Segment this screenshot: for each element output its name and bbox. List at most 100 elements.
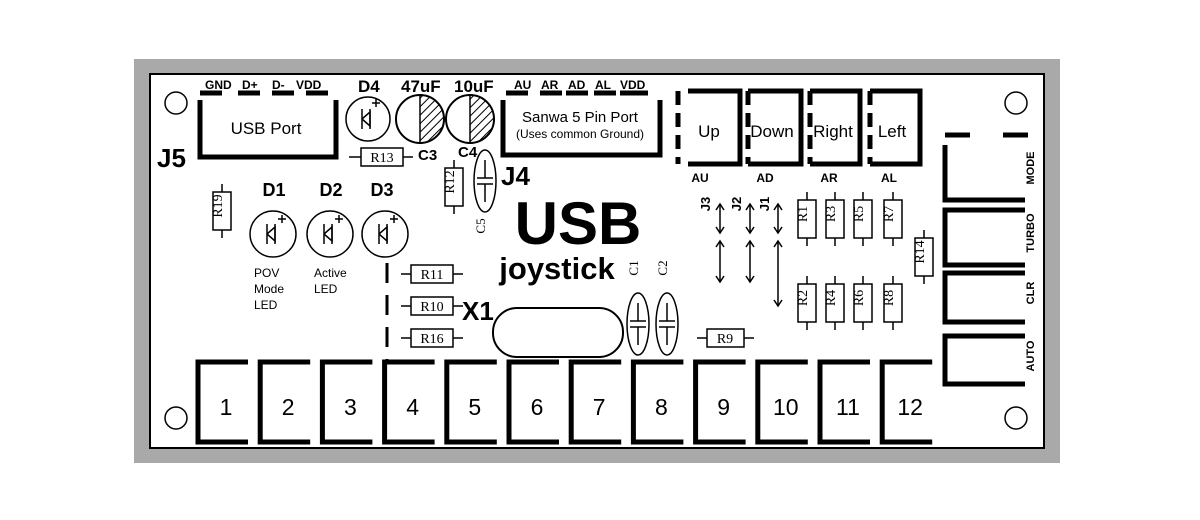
button-left-tag: AL <box>881 171 897 185</box>
button-9[interactable]: 9 <box>693 359 746 445</box>
c3-value: 47uF <box>401 77 441 96</box>
button-12-label: 12 <box>897 394 923 420</box>
button-8[interactable]: 8 <box>630 359 684 445</box>
j5-pin-vdd: VDD <box>296 78 322 92</box>
jumper-j1: J1 <box>757 197 772 211</box>
title-usb: USB <box>515 190 642 257</box>
button-clr[interactable]: CLR <box>942 270 1037 325</box>
c4-capacitor: 10uF C4 <box>445 77 495 161</box>
c4-value: 10uF <box>454 77 494 96</box>
side-buttons: MODE TURBO CLR AUTO <box>942 132 1037 387</box>
r11-resistor: R11 <box>401 264 463 284</box>
button-1-outline <box>195 359 248 445</box>
button-2-label: 2 <box>282 394 295 420</box>
r9-ref: R9 <box>717 332 733 347</box>
c5-capacitor: C5 <box>473 149 497 234</box>
button-7[interactable]: 7 <box>568 359 622 445</box>
button-9-outline <box>693 359 746 445</box>
mounting-hole-bottom-right <box>1004 406 1028 430</box>
sanwa-port-label: Sanwa 5 Pin Port <box>522 109 639 126</box>
button-12[interactable]: 12 <box>879 359 933 445</box>
r19-resistor: R19 <box>211 184 232 238</box>
button-6[interactable]: 6 <box>506 359 559 445</box>
button-2-outline <box>257 359 311 445</box>
d2-led: D2 Active LED <box>306 180 354 296</box>
j4-pin-au: AU <box>514 78 531 92</box>
button-5-label: 5 <box>468 394 481 420</box>
board-surface <box>149 73 1045 449</box>
button-1[interactable]: 1 <box>195 359 248 445</box>
c1-capacitor: C1 <box>626 260 650 356</box>
c1-ref: C1 <box>626 260 641 275</box>
button-4-outline <box>382 359 435 445</box>
button-8-label: 8 <box>655 394 668 420</box>
j5-usb-connector: GND D+ D- VDD USB Port J5 <box>157 78 339 173</box>
r4-ref: R4 <box>824 290 839 306</box>
resistor-bank-top: R1 R3 R5 R7 <box>796 192 903 246</box>
button-3[interactable]: 3 <box>319 359 373 445</box>
button-right-label: Right <box>813 122 853 141</box>
r12-ref: R12 <box>443 170 458 193</box>
button-11[interactable]: 11 <box>817 359 870 445</box>
c3-ref: C3 <box>418 147 437 164</box>
mounting-holes <box>164 91 1028 430</box>
button-4[interactable]: 4 <box>382 359 435 445</box>
r16-ref: R16 <box>420 332 443 347</box>
d2-ref: D2 <box>319 180 342 200</box>
button-10[interactable]: 10 <box>755 359 808 445</box>
j4-pin-vdd: VDD <box>620 78 646 92</box>
d4-ref: D4 <box>358 77 380 96</box>
x1-crystal: X1 <box>462 296 624 358</box>
button-7-outline <box>568 359 622 445</box>
button-turbo[interactable]: TURBO <box>942 207 1037 268</box>
c4-ref: C4 <box>458 144 478 161</box>
button-10-outline <box>755 359 808 445</box>
x1-ref: X1 <box>462 296 494 326</box>
button-down[interactable]: Down AD <box>745 88 804 185</box>
j4-pin-ar: AR <box>541 78 559 92</box>
button-left[interactable]: Left AL <box>867 88 923 185</box>
j5-ref: J5 <box>157 143 186 173</box>
r16-resistor: R16 <box>401 328 463 348</box>
button-4-label: 4 <box>406 394 419 420</box>
button-11-label: 11 <box>836 394 860 420</box>
r3-ref: R3 <box>824 206 839 222</box>
j4-sanwa-connector: AU AR AD AL VDD Sanwa 5 Pin Port (Uses c… <box>500 78 663 191</box>
button-12-outline <box>879 359 933 445</box>
button-right[interactable]: Right AR <box>807 88 863 185</box>
d2-caption-line1: Active <box>314 266 347 280</box>
j4-ref: J4 <box>501 161 530 191</box>
r10-ref: R10 <box>420 300 443 315</box>
d4-led: D4 <box>345 77 391 142</box>
button-3-outline <box>319 359 373 445</box>
button-6-label: 6 <box>531 394 544 420</box>
button-3-label: 3 <box>344 394 357 420</box>
j5-pin-dplus: D+ <box>242 78 258 92</box>
button-up[interactable]: Up AU <box>675 88 743 185</box>
usb-port-label: USB Port <box>231 119 302 138</box>
c5-ref: C5 <box>473 218 488 233</box>
r9-resistor: R9 <box>697 328 754 348</box>
d3-led: D3 <box>361 180 409 258</box>
jumpers: J3 J2 J1 <box>698 197 783 308</box>
r8-ref: R8 <box>882 290 897 306</box>
button-mode-label: MODE <box>1025 152 1037 185</box>
button-5-outline <box>444 359 497 445</box>
button-2[interactable]: 2 <box>257 359 311 445</box>
button-9-label: 9 <box>717 394 730 420</box>
button-6-outline <box>506 359 559 445</box>
d1-caption-line2: Mode <box>254 282 284 296</box>
button-mode[interactable]: MODE <box>942 145 1037 203</box>
button-auto[interactable]: AUTO <box>942 333 1037 387</box>
d1-ref: D1 <box>262 180 285 200</box>
j5-pin-dminus: D- <box>272 78 285 92</box>
button-5[interactable]: 5 <box>444 359 497 445</box>
button-turbo-label: TURBO <box>1025 213 1037 253</box>
direction-buttons: Up AU Down AD Right AR Left AL <box>675 88 923 185</box>
button-left-label: Left <box>878 122 907 141</box>
r7-ref: R7 <box>882 206 897 222</box>
r14-resistor: R14 <box>913 230 934 284</box>
r6-ref: R6 <box>852 290 867 306</box>
